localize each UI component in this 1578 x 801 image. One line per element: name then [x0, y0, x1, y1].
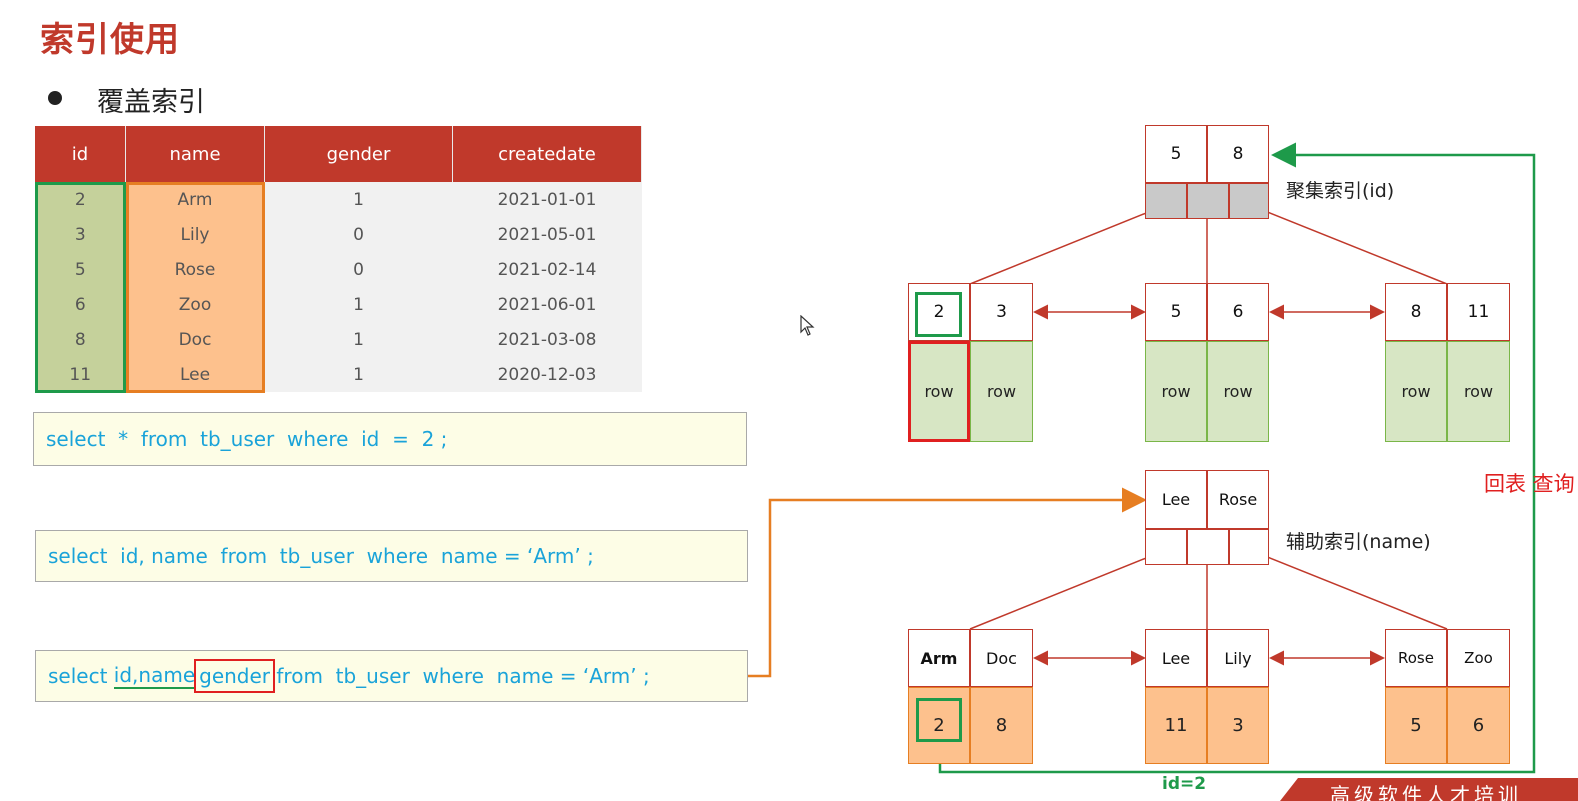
bullet-icon [48, 91, 62, 105]
cell-createdate: 2021-01-01 [452, 182, 642, 217]
cell-name: Zoo [125, 287, 265, 322]
clustered-row-cell: row [1447, 341, 1510, 442]
clustered-root-pointer [1187, 183, 1229, 219]
table-row: 5 Rose 0 2021-02-14 [35, 252, 642, 287]
cell-name: Doc [125, 322, 265, 357]
footer-banner: 高级软件人才培训 [1280, 778, 1578, 801]
clustered-row-cell: row [1145, 341, 1207, 442]
clustered-row-cell: row [970, 341, 1033, 442]
cell-createdate: 2021-02-14 [452, 252, 642, 287]
clustered-root-pointer [1229, 183, 1269, 219]
sql-column-gender: gender [194, 659, 276, 693]
sql-query-id-name: select id, name from tb_user where name … [35, 530, 748, 582]
cell-id: 3 [35, 217, 126, 252]
table-lookup-label: 回表 查询 [1484, 472, 1575, 496]
secondary-root-pointer [1187, 529, 1229, 565]
secondary-id-cell: 5 [1385, 687, 1447, 764]
column-header-id: id [35, 126, 126, 182]
id-value-label: id=2 [1162, 774, 1207, 794]
table-row: 2 Arm 1 2021-01-01 [35, 182, 642, 217]
user-table: id name gender createdate 2 Arm 1 2021-0… [35, 126, 642, 392]
sql-query-select-all: select * from tb_user where id = 2 ; [33, 412, 747, 466]
secondary-id-cell: 2 [908, 687, 970, 764]
cell-createdate: 2021-05-01 [452, 217, 642, 252]
secondary-id-cell: 3 [1207, 687, 1269, 764]
secondary-leaf-key: Lee [1145, 629, 1207, 687]
secondary-leaf-key: Zoo [1447, 629, 1510, 687]
cell-id: 5 [35, 252, 126, 287]
cell-name: Lily [125, 217, 265, 252]
cell-gender: 1 [264, 287, 453, 322]
clustered-root-key: 8 [1207, 125, 1269, 183]
cell-gender: 1 [264, 357, 453, 392]
footer-text: 高级软件人才培训 [1330, 783, 1522, 801]
cell-id: 8 [35, 322, 126, 357]
clustered-leaf-key: 2 [908, 283, 970, 341]
section-heading: 覆盖索引 [97, 87, 205, 118]
cell-createdate: 2020-12-03 [452, 357, 642, 392]
column-header-createdate: createdate [452, 126, 642, 182]
secondary-id-cell: 8 [970, 687, 1033, 764]
clustered-row-cell: row [1207, 341, 1269, 442]
clustered-leaf-key: 5 [1145, 283, 1207, 341]
cell-id: 2 [35, 182, 126, 217]
clustered-leaf-key: 6 [1207, 283, 1269, 341]
cell-gender: 1 [264, 322, 453, 357]
cell-gender: 1 [264, 182, 453, 217]
cell-createdate: 2021-03-08 [452, 322, 642, 357]
clustered-index-label: 聚集索引(id) [1286, 180, 1395, 202]
clustered-leaf-key: 11 [1447, 283, 1510, 341]
clustered-row-cell: row [908, 341, 970, 442]
clustered-leaf-key: 8 [1385, 283, 1447, 341]
secondary-root-key: Lee [1145, 470, 1207, 529]
secondary-root-pointer [1229, 529, 1269, 565]
secondary-index-label: 辅助索引(name) [1286, 531, 1431, 553]
secondary-leaf-key: Rose [1385, 629, 1447, 687]
sql-query-rest: from tb_user where name = ‘Arm’ ; [270, 664, 650, 688]
cell-createdate: 2021-06-01 [452, 287, 642, 322]
secondary-root-pointer [1145, 529, 1187, 565]
secondary-leaf-key: Lily [1207, 629, 1269, 687]
cell-name: Arm [125, 182, 265, 217]
cell-gender: 0 [264, 217, 453, 252]
secondary-leaf-key: Arm [908, 629, 970, 687]
secondary-id-cell: 6 [1447, 687, 1510, 764]
table-row: 8 Doc 1 2021-03-08 [35, 322, 642, 357]
secondary-root-key: Rose [1207, 470, 1269, 529]
clustered-root-pointer [1145, 183, 1187, 219]
cell-id: 11 [35, 357, 126, 392]
cell-gender: 0 [264, 252, 453, 287]
clustered-row-cell: row [1385, 341, 1447, 442]
table-row: 11 Lee 1 2020-12-03 [35, 357, 642, 392]
cell-name: Lee [125, 357, 265, 392]
sql-keyword-select: select [48, 664, 108, 688]
secondary-id-cell: 11 [1145, 687, 1207, 764]
table-row: 3 Lily 0 2021-05-01 [35, 217, 642, 252]
column-header-name: name [125, 126, 265, 182]
table-row: 6 Zoo 1 2021-06-01 [35, 287, 642, 322]
sql-columns-id-name: id,name [113, 663, 196, 689]
page-title: 索引使用 [40, 20, 180, 60]
column-header-gender: gender [264, 126, 453, 182]
clustered-leaf-key: 3 [970, 283, 1033, 341]
cell-name: Rose [125, 252, 265, 287]
secondary-leaf-key: Doc [970, 629, 1033, 687]
cell-id: 6 [35, 287, 126, 322]
table-header-row: id name gender createdate [35, 126, 642, 182]
mouse-cursor-icon [800, 315, 815, 336]
clustered-root-key: 5 [1145, 125, 1207, 183]
